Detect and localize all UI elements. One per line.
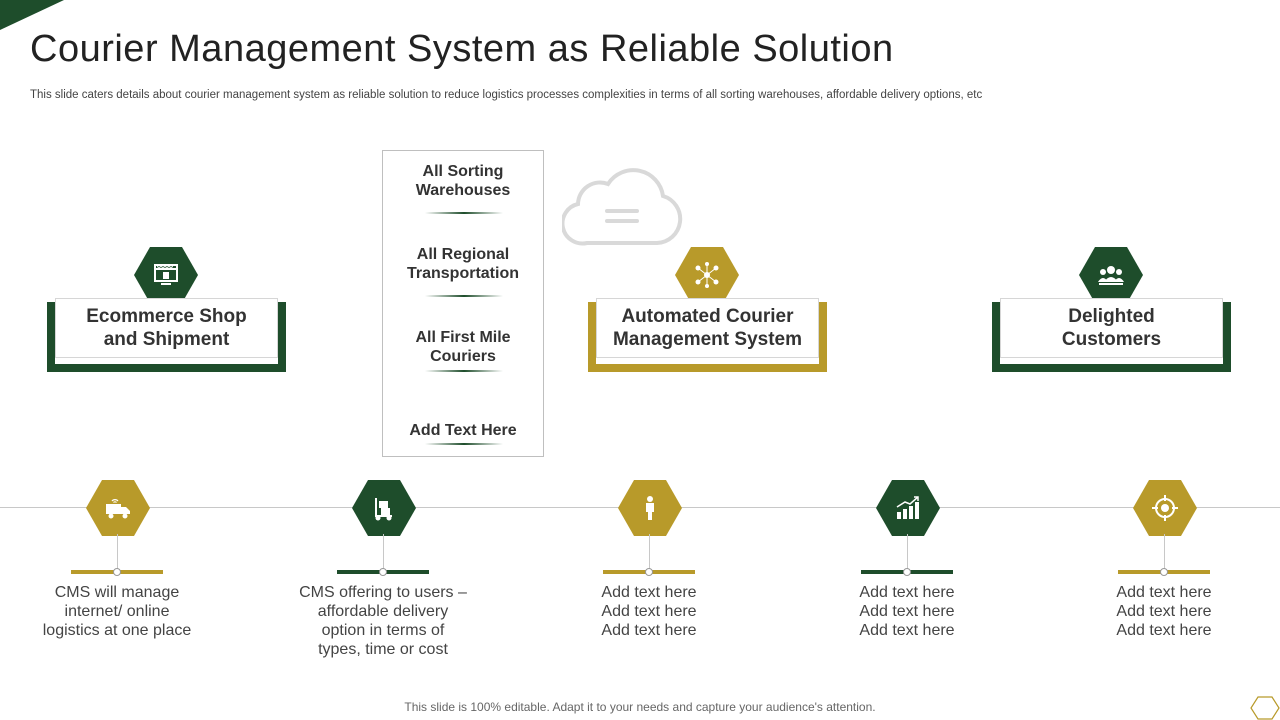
page-subtitle: This slide caters details about courier … — [30, 89, 983, 101]
list-divider — [425, 295, 503, 297]
list-item-first-mile-couriers: All First Mile Couriers — [415, 329, 511, 365]
automated-cms-box: Automated Courier Management System — [588, 298, 827, 372]
cloud-icon — [562, 168, 683, 246]
footer-note: This slide is 100% editable. Adapt it to… — [404, 700, 876, 714]
step-2-text: CMS offering to users – affordable deliv… — [299, 584, 467, 658]
target-icon — [1133, 480, 1197, 536]
step-3-text: Add text here Add text here Add text her… — [601, 584, 697, 639]
timeline-connector — [907, 534, 908, 572]
timeline-dot — [1160, 568, 1168, 576]
timeline-dot — [903, 568, 911, 576]
list-item-regional-transportation: All Regional Transportation — [406, 246, 519, 282]
list-item-sorting-warehouses: All Sorting Warehouses — [415, 163, 511, 199]
timeline-connector — [383, 534, 384, 572]
delighted-customers-label: Delighted Customers — [1000, 298, 1223, 358]
timeline-connector — [649, 534, 650, 572]
services-list-box: All Sorting Warehouses All Regional Tran… — [382, 150, 544, 457]
network-people-icon — [675, 247, 739, 303]
person-icon — [618, 480, 682, 536]
automated-cms-label: Automated Courier Management System — [596, 298, 819, 358]
step-4-text: Add text here Add text here Add text her… — [859, 584, 955, 639]
delighted-customers-box: Delighted Customers — [992, 298, 1231, 372]
page-title: Courier Management System as Reliable So… — [30, 28, 894, 70]
timeline-dot — [113, 568, 121, 576]
hexagon-outline-icon — [1250, 696, 1280, 720]
list-divider — [425, 212, 503, 214]
customers-group-icon — [1079, 247, 1143, 303]
ecommerce-shop-box: Ecommerce Shop and Shipment — [47, 298, 286, 372]
online-store-icon — [134, 247, 198, 303]
list-item-add-text: Add Text Here — [409, 422, 517, 439]
ecommerce-shop-label: Ecommerce Shop and Shipment — [55, 298, 278, 358]
hand-truck-icon — [352, 480, 416, 536]
step-1-text: CMS will manage internet/ online logisti… — [42, 584, 192, 639]
timeline-dot — [379, 568, 387, 576]
timeline-connector — [1164, 534, 1165, 572]
growth-chart-icon — [876, 480, 940, 536]
step-5-text: Add text here Add text here Add text her… — [1116, 584, 1212, 639]
list-divider — [425, 443, 503, 445]
corner-decoration — [0, 0, 64, 30]
delivery-truck-icon — [86, 480, 150, 536]
list-divider — [425, 370, 503, 372]
timeline-dot — [645, 568, 653, 576]
timeline-connector — [117, 534, 118, 572]
